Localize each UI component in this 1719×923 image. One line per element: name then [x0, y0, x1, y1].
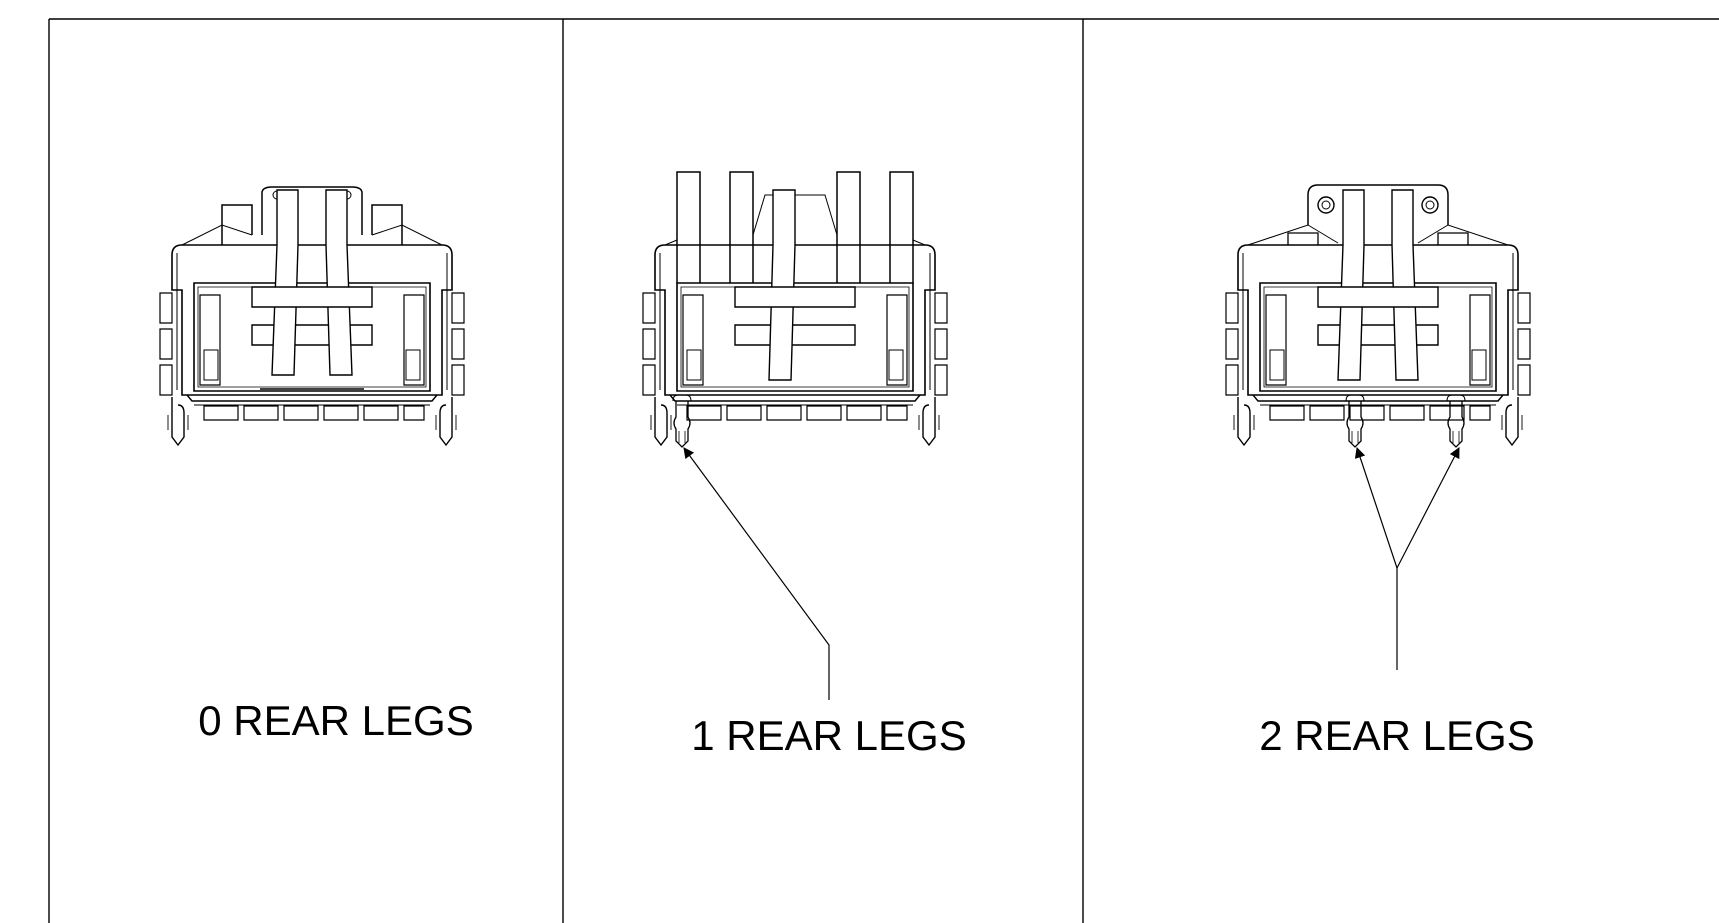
leader-line-1	[683, 447, 829, 700]
panel-caption-0: 0 REAR LEGS	[198, 697, 474, 744]
panel-caption-1: 1 REAR LEGS	[691, 712, 967, 759]
leader-lines	[683, 446, 1459, 700]
leader-line-2b	[1397, 447, 1459, 568]
leader-line-2a	[1354, 446, 1397, 670]
connector-drawing-2	[1225, 185, 1531, 448]
connector-drawing-1	[642, 172, 948, 448]
panel-caption-2: 2 REAR LEGS	[1259, 712, 1535, 759]
panel-grid	[49, 19, 1719, 923]
connector-drawing-0	[159, 187, 465, 446]
